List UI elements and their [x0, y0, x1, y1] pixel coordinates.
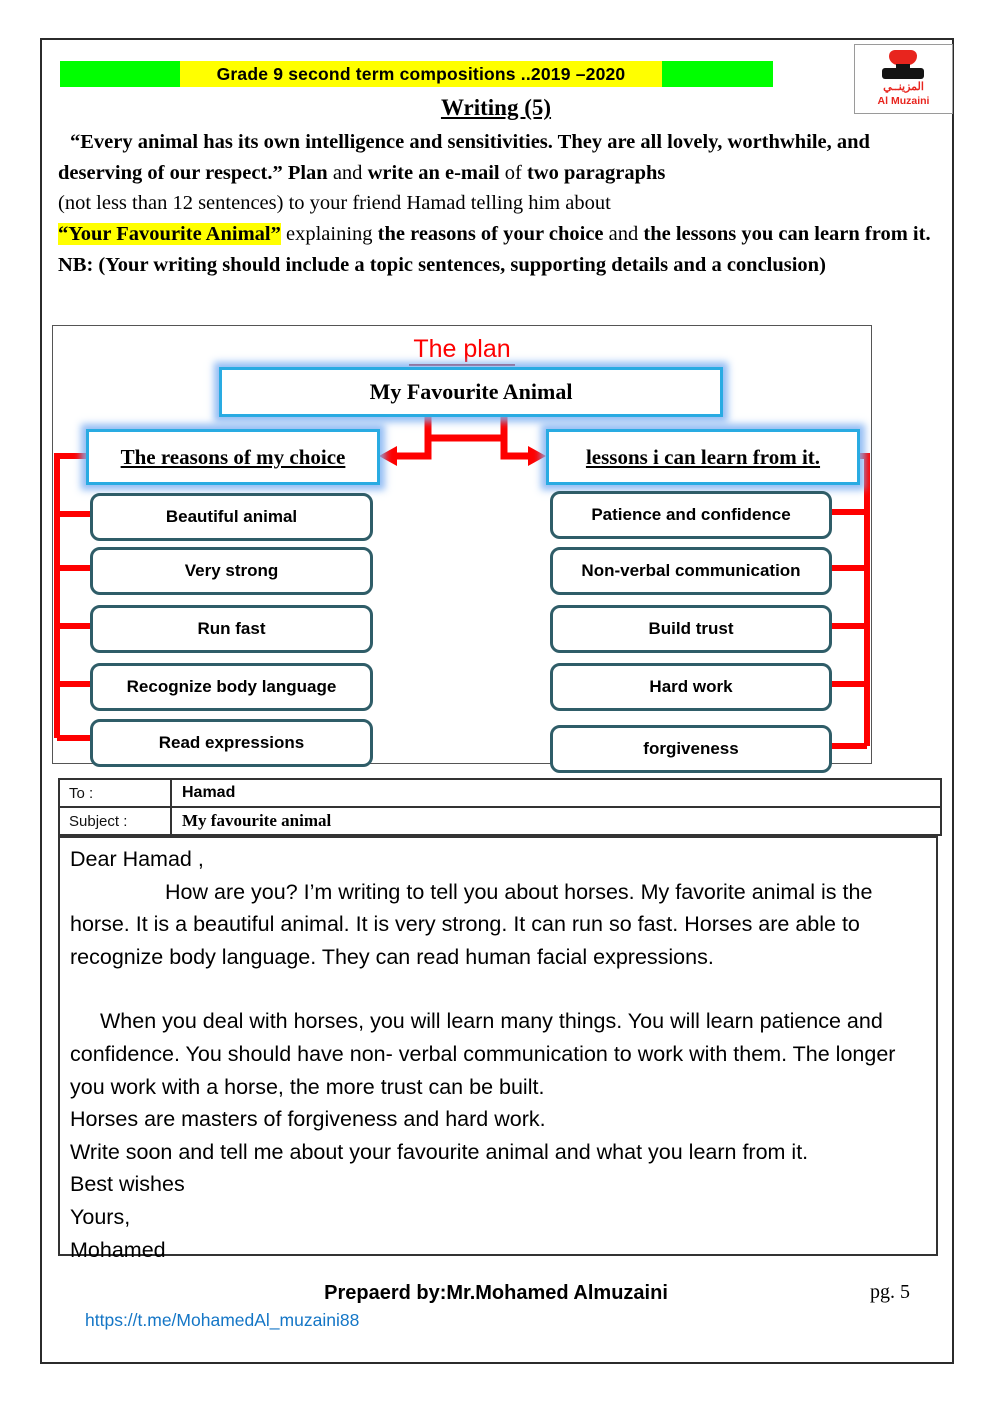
to-field: Hamad: [182, 784, 236, 801]
email-paragraph-1: How are you? I’m writing to tell you abo…: [70, 879, 873, 969]
telegram-link[interactable]: https://t.me/MohamedAl_muzaini88: [85, 1310, 360, 1330]
plan-item-recognize-body-language: Recognize body language: [90, 663, 373, 711]
email-yours: Yours,: [70, 1204, 131, 1229]
stamp-icon-neck: [896, 64, 910, 68]
email-salutation: Dear Hamad ,: [70, 847, 204, 871]
prepared-by: Prepaerd by:Mr.Mohamed Almuzaini: [324, 1282, 668, 1304]
nb-note: NB: (Your writing should include a topic…: [58, 253, 826, 276]
plan-title: The plan: [53, 335, 871, 366]
page-border: [40, 38, 954, 1364]
to-label: To :: [60, 780, 172, 806]
plan-item-hard-work: Hard work: [550, 663, 832, 711]
banner-green-left: [60, 61, 180, 87]
email-to-row: To : Hamad: [60, 780, 940, 806]
plan-diagram: The plan My Favourite Animal The reasons…: [52, 325, 872, 773]
plan-right-header: lessons i can learn from it.: [546, 429, 860, 485]
stamp-icon-base: [882, 68, 924, 79]
plan-left-header: The reasons of my choice: [86, 429, 380, 485]
almuzaini-logo: المزينــي Al Muzaini: [854, 44, 953, 114]
writing-prompt: “Every animal has its own intelligence a…: [58, 127, 942, 281]
connector-lines: [54, 412, 870, 749]
topic-highlight: “Your Favourite Animal”: [58, 223, 281, 246]
email-best-wishes: Best wishes: [70, 1172, 185, 1197]
email-body: Dear Hamad , How are you? I’m writing to…: [58, 836, 938, 1262]
logo-arabic-text: المزينــي: [883, 81, 924, 93]
logo-latin-text: Al Muzaini: [877, 95, 930, 107]
stamp-icon: [889, 50, 917, 65]
subject-label: Subject :: [60, 808, 172, 834]
prompt-detail: (not less than 12 sentences) to your fri…: [58, 192, 611, 215]
email-signature: Mohamed: [70, 1237, 166, 1262]
page-number: pg. 5: [870, 1281, 910, 1303]
banner-green-right: [662, 61, 773, 87]
email-header-table: To : Hamad Subject : My favourite animal: [58, 778, 942, 836]
plan-item-beautiful-animal: Beautiful animal: [90, 493, 373, 541]
page-title: Writing (5): [440, 95, 552, 120]
plan-item-nonverbal-communication: Non-verbal communication: [550, 547, 832, 595]
plan-item-forgiveness: forgiveness: [550, 725, 832, 773]
plan-item-very-strong: Very strong: [90, 547, 373, 595]
plan-item-read-expressions: Read expressions: [90, 719, 373, 767]
email-subject-row: Subject : My favourite animal: [60, 806, 940, 834]
plan-item-build-trust: Build trust: [550, 605, 832, 653]
email-line-write-soon: Write soon and tell me about your favour…: [70, 1139, 809, 1164]
subject-field: My favourite animal: [182, 811, 332, 830]
banner-title: Grade 9 second term compositions ..2019 …: [180, 61, 662, 87]
plan-item-run-fast: Run fast: [90, 605, 373, 653]
plan-item-patience-confidence: Patience and confidence: [550, 491, 832, 539]
plan-root-box: My Favourite Animal: [219, 367, 723, 417]
email-line-forgiveness: Horses are masters of forgiveness and ha…: [70, 1107, 546, 1132]
email-paragraph-2: When you deal with horses, you will lear…: [70, 1009, 896, 1099]
prompt-quote: “Every animal has its own intelligence a…: [58, 131, 870, 184]
